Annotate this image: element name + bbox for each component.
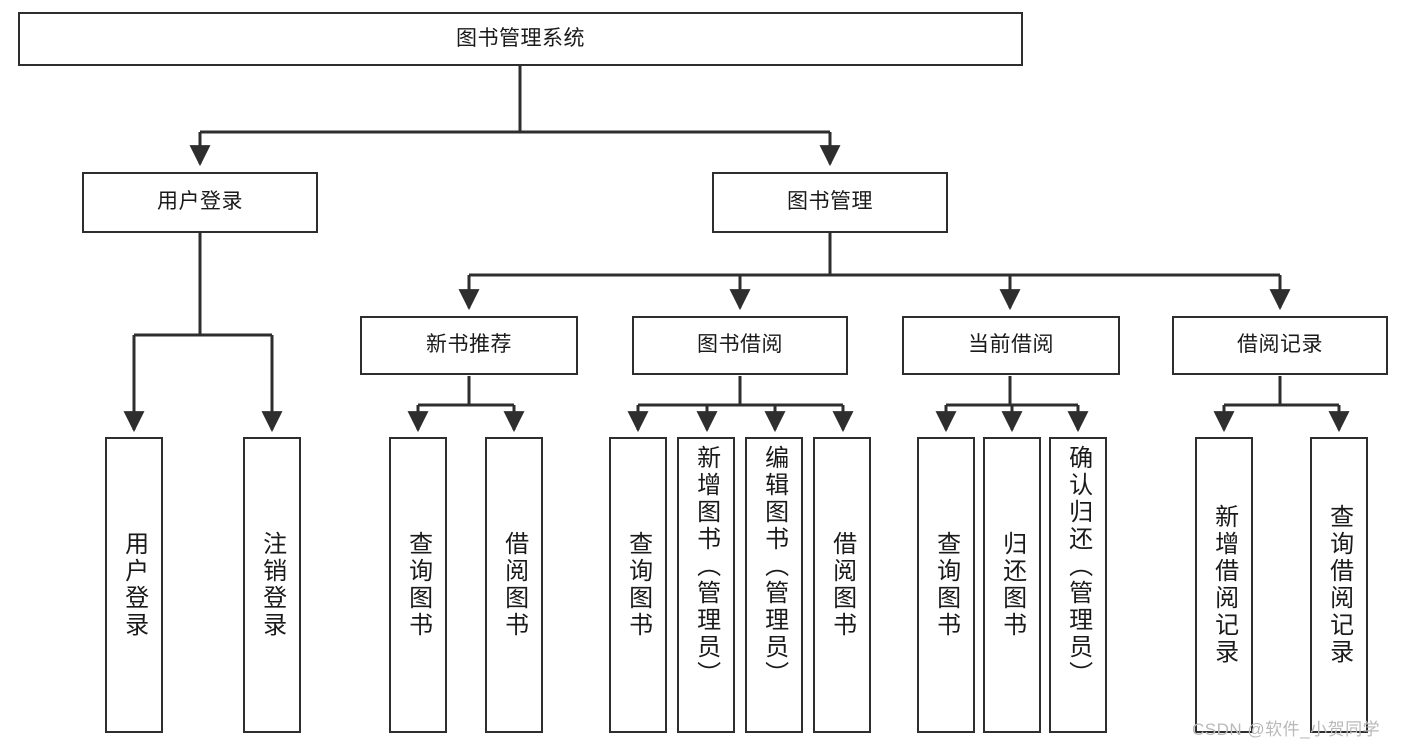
node-leaf-user-login-label: 用户登录: [120, 531, 148, 639]
node-new-book-recommend-label: 新书推荐: [426, 333, 512, 357]
node-leaf-borrow-book-1-label: 借阅图书: [500, 531, 528, 639]
node-leaf-confirm-return[interactable]: 确认归还（管理员）: [1049, 437, 1107, 733]
node-leaf-logout-login-label: 注销登录: [258, 531, 286, 639]
node-book-management[interactable]: 图书管理: [712, 172, 948, 233]
node-user-login-label: 用户登录: [157, 190, 243, 214]
node-book-borrow[interactable]: 图书借阅: [632, 316, 848, 375]
node-user-login[interactable]: 用户登录: [82, 172, 318, 233]
node-borrow-record-label: 借阅记录: [1237, 333, 1323, 357]
node-book-management-label: 图书管理: [787, 190, 873, 214]
node-leaf-borrow-book-2-label: 借阅图书: [828, 531, 856, 639]
node-leaf-confirm-return-label: 确认归还（管理员）: [1064, 445, 1092, 688]
node-current-borrow-label: 当前借阅: [968, 333, 1054, 357]
node-leaf-add-record[interactable]: 新增借阅记录: [1195, 437, 1253, 733]
node-leaf-add-record-label: 新增借阅记录: [1210, 504, 1238, 666]
node-leaf-return-book-label: 归还图书: [998, 531, 1026, 639]
node-root-label: 图书管理系统: [456, 26, 585, 50]
node-current-borrow[interactable]: 当前借阅: [902, 316, 1120, 375]
node-leaf-query-book-2[interactable]: 查询图书: [609, 437, 667, 733]
node-leaf-query-book-1-label: 查询图书: [404, 531, 432, 639]
node-leaf-query-book-3-label: 查询图书: [932, 531, 960, 639]
node-leaf-edit-book[interactable]: 编辑图书（管理员）: [745, 437, 803, 733]
node-leaf-query-book-2-label: 查询图书: [624, 531, 652, 639]
node-leaf-add-book[interactable]: 新增图书（管理员）: [677, 437, 735, 733]
node-root[interactable]: 图书管理系统: [18, 12, 1023, 66]
node-new-book-recommend[interactable]: 新书推荐: [360, 316, 578, 375]
node-leaf-query-book-3[interactable]: 查询图书: [917, 437, 975, 733]
node-leaf-return-book[interactable]: 归还图书: [983, 437, 1041, 733]
node-leaf-add-book-label: 新增图书（管理员）: [692, 445, 720, 688]
node-borrow-record[interactable]: 借阅记录: [1172, 316, 1388, 375]
node-leaf-user-login[interactable]: 用户登录: [105, 437, 163, 733]
node-leaf-borrow-book-2[interactable]: 借阅图书: [813, 437, 871, 733]
node-book-borrow-label: 图书借阅: [697, 333, 783, 357]
node-leaf-edit-book-label: 编辑图书（管理员）: [760, 445, 788, 688]
node-leaf-query-record-label: 查询借阅记录: [1325, 504, 1353, 666]
node-leaf-logout-login[interactable]: 注销登录: [243, 437, 301, 733]
node-leaf-borrow-book-1[interactable]: 借阅图书: [485, 437, 543, 733]
node-leaf-query-book-1[interactable]: 查询图书: [389, 437, 447, 733]
node-leaf-query-record[interactable]: 查询借阅记录: [1310, 437, 1368, 733]
